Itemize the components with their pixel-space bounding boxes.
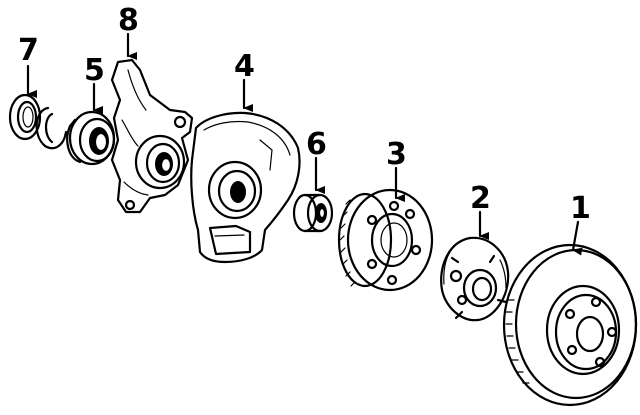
arrow-1 [571, 220, 583, 256]
label-4: 4 [234, 49, 255, 84]
steering-knuckle-part [110, 58, 194, 214]
small-bearing-part [292, 193, 334, 233]
label-2: 2 [470, 181, 491, 216]
brake-rotor-part [502, 243, 638, 407]
wheel-hub-part [440, 236, 510, 322]
tone-ring-part [337, 188, 434, 292]
label-1: 1 [570, 191, 591, 226]
callout-arrows [26, 32, 583, 256]
label-6: 6 [306, 127, 327, 162]
label-7: 7 [18, 33, 39, 68]
callout-labels: 7 5 8 4 6 3 2 1 [18, 3, 591, 226]
label-8: 8 [118, 3, 139, 38]
label-5: 5 [84, 53, 105, 88]
splash-shield-part [190, 111, 301, 264]
grease-seal-part [8, 93, 68, 150]
wheel-bearing-part [66, 110, 116, 166]
label-3: 3 [386, 137, 407, 172]
